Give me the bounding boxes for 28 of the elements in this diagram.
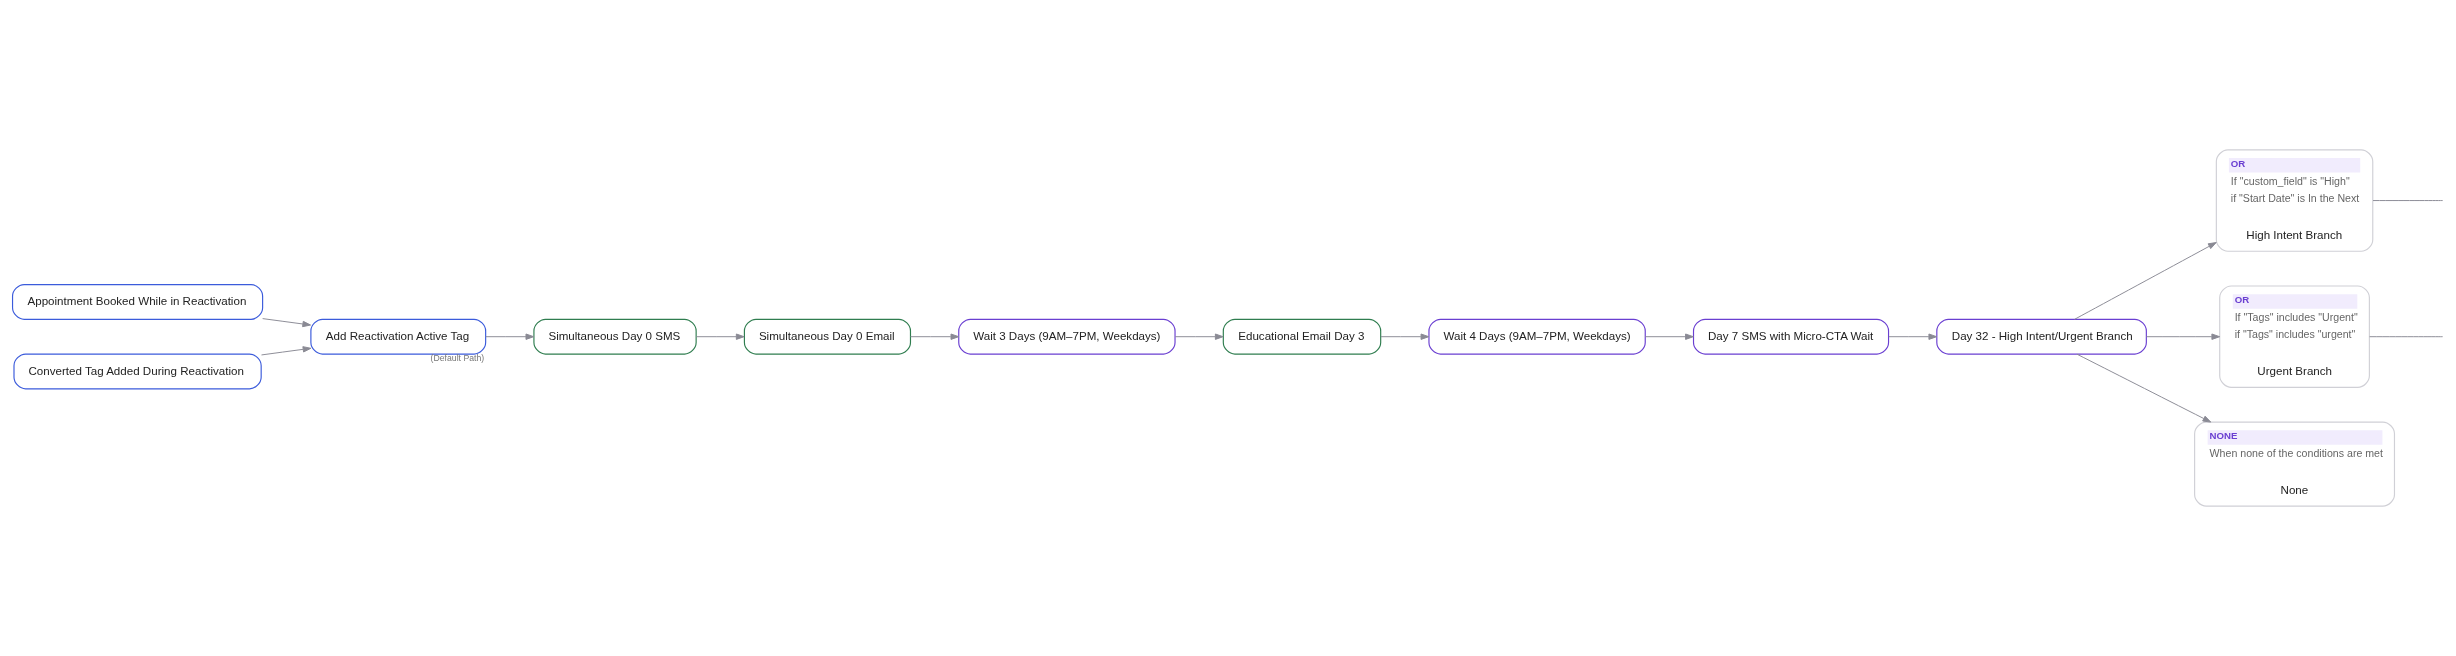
arrow	[910, 333, 960, 340]
node-box: NONE When none of the conditions are met None	[2194, 421, 2396, 507]
node-box: OR If "custom_field" is "High" if "Start Date" is In the Next High Intent Branch	[2215, 149, 2374, 252]
arrow	[2076, 353, 2212, 423]
arrow	[1644, 333, 1694, 340]
node-box: Day 7 SMS with Micro-CTA Wait	[1692, 318, 1890, 355]
arrow	[2146, 333, 2221, 340]
node-box: Simultaneous Day 0 SMS	[533, 318, 697, 355]
node-box: Add Reactivation Active Tag	[310, 318, 487, 355]
arrow	[485, 333, 535, 340]
arrow	[1174, 333, 1224, 340]
node-box: Simultaneous Day 0 Email	[743, 318, 912, 355]
node-box: Day 32 - High Intent/Urgent Branch	[1936, 318, 2147, 355]
arrow	[1888, 333, 1938, 340]
node-box: Converted Tag Added During Reactivation	[13, 353, 262, 390]
arrow	[2074, 242, 2217, 320]
arrow	[262, 318, 312, 328]
node-box: Appointment Booked While in Reactivation	[11, 283, 264, 320]
node-box: Wait 4 Days (9AM–7PM, Weekdays)	[1428, 318, 1646, 355]
arrow	[261, 346, 312, 356]
node-box: Wait 3 Days (9AM–7PM, Weekdays)	[958, 318, 1176, 355]
connector	[2372, 200, 2444, 202]
arrow	[1380, 333, 1430, 340]
node-box: Educational Email Day 3	[1222, 318, 1382, 355]
connector	[2369, 336, 2444, 338]
node-label: (Default Path)	[430, 353, 485, 364]
arrow	[695, 333, 745, 340]
node-box: OR If "Tags" includes "Urgent" if "Tags" includes "urgent" Urgent Branch	[2219, 285, 2370, 388]
